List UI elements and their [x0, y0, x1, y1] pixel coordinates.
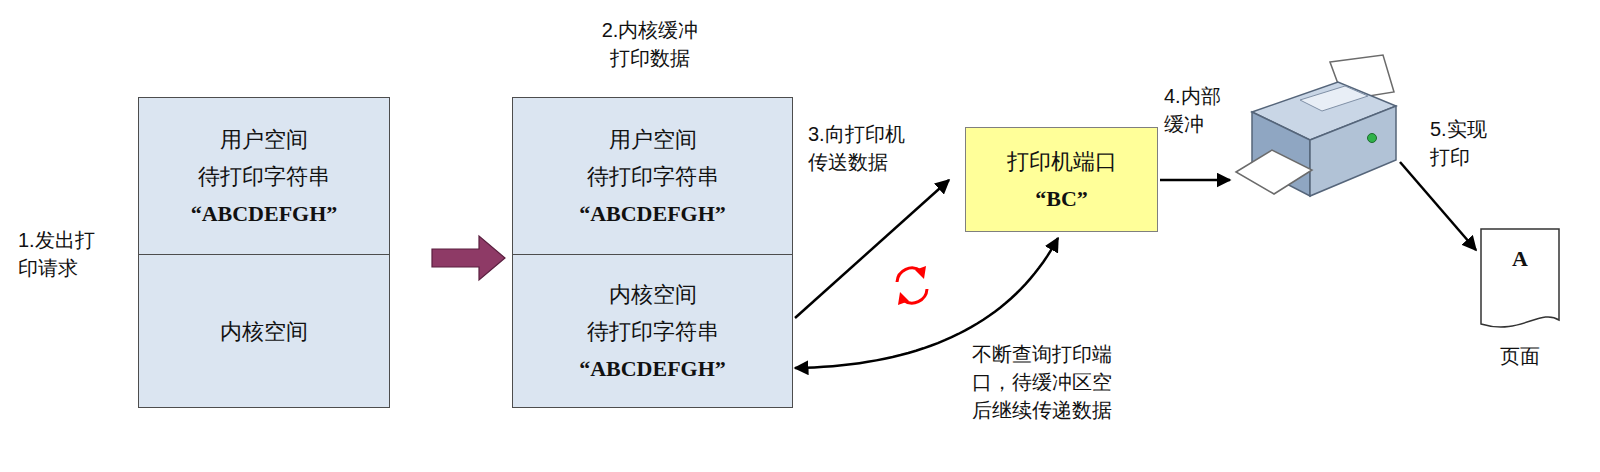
kernel-space-box: 内核空间 待打印字符串“ABCDEFGH”	[512, 254, 793, 408]
buffer-arrow	[1160, 179, 1230, 182]
node-text: A	[1512, 240, 1528, 277]
node-subtext: 页面	[1460, 342, 1580, 370]
printer-paper-out	[1236, 150, 1312, 194]
node-text: 打印机端口	[1007, 143, 1117, 180]
printer-port-box: 打印机端口“BC”	[965, 127, 1158, 232]
node-subtext: “ABCDEFGH”	[579, 350, 726, 387]
cycle-arrow-head	[915, 266, 926, 279]
node-text: 用户空间 待打印字符串	[558, 121, 748, 195]
step-label: 2.内核缓冲 打印数据	[570, 16, 730, 72]
polling-cycle-icon	[897, 266, 927, 305]
kernel-space-box: 内核空间	[138, 254, 390, 408]
printer-light	[1368, 134, 1377, 143]
node-text: 用户空间 待打印字符串	[169, 121, 359, 195]
printer-lid	[1300, 86, 1368, 111]
block-arrow	[432, 236, 505, 280]
printer-side	[1310, 106, 1396, 196]
step-label: 4.内部缓冲	[1164, 82, 1230, 138]
printer-illustration	[1236, 55, 1396, 196]
user-space-box: 用户空间 待打印字符串“ABCDEFGH”	[512, 97, 793, 255]
print-arrow	[1400, 162, 1476, 250]
step-label: 1.发出打印请求	[18, 226, 106, 282]
connector-arrow	[795, 180, 949, 318]
node-text: 内核空间	[220, 313, 308, 350]
edge-label: 不断查询打印端口，待缓冲区空后继续传递数据	[972, 340, 1118, 424]
cycle-arrow-head	[898, 292, 909, 305]
node-text: 内核空间 待打印字符串	[558, 276, 748, 350]
page-outline	[1481, 229, 1559, 327]
node-subtext: “BC”	[1035, 180, 1088, 217]
printed-page: A页面	[1480, 228, 1560, 332]
node-subtext: “ABCDEFGH”	[191, 195, 338, 232]
edge-label: 3.向打印机传送数据	[808, 120, 914, 176]
page-outline	[1480, 228, 1560, 332]
node-subtext: “ABCDEFGH”	[579, 195, 726, 232]
user-space-box: 用户空间 待打印字符串“ABCDEFGH”	[138, 97, 390, 255]
step-label: 5.实现打印	[1430, 115, 1496, 171]
